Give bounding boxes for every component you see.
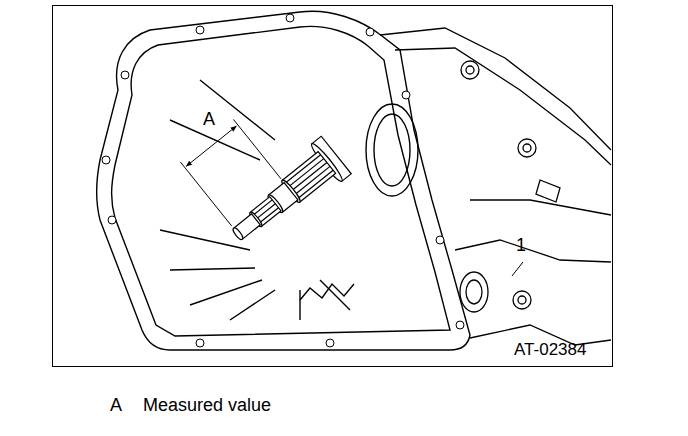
callout-number: 1 [516, 236, 526, 254]
input-shaft [178, 83, 351, 254]
leader-line [512, 262, 523, 276]
figure-frame [53, 6, 613, 367]
key-letter: A [110, 396, 122, 414]
key-description: Measured value [143, 396, 271, 414]
dimension-label: A [203, 110, 215, 128]
bell-housing [97, 11, 470, 350]
bolt-holes [102, 14, 464, 347]
figure-id: AT-02384 [514, 341, 586, 358]
case-body [380, 28, 611, 345]
